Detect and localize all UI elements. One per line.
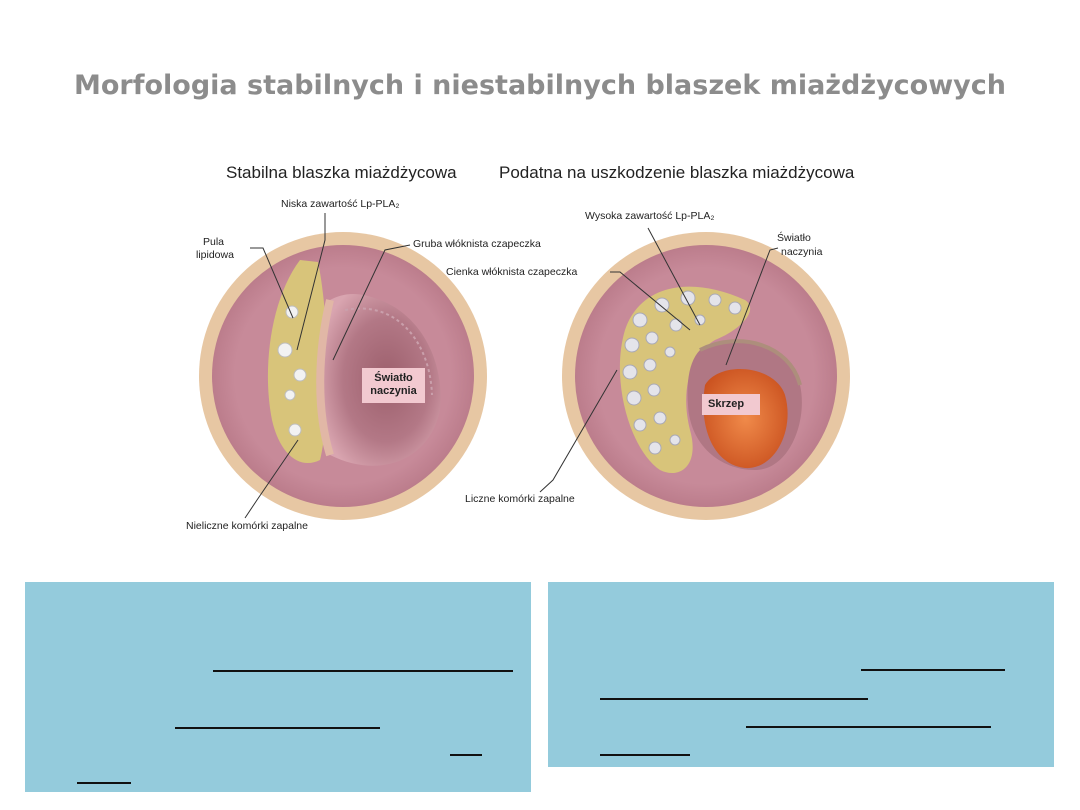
blank-line <box>861 669 1005 671</box>
blank-line <box>175 727 380 729</box>
clot-box <box>702 394 760 415</box>
vulnerable-thin-cap <box>699 339 802 386</box>
vulnerable-foam-cells <box>622 290 742 455</box>
blank-line <box>600 698 868 700</box>
clot <box>703 368 788 469</box>
label-high-lppla2: Wysoka zawartość Lp-PLA₂ <box>585 210 715 222</box>
stable-lipid-pool <box>267 260 328 464</box>
label-stable-lumen-line2: naczynia <box>370 385 417 397</box>
leader-lines <box>244 213 779 519</box>
blank-line <box>600 754 690 756</box>
blank-line <box>213 670 513 672</box>
label-lipid-pool-line2: lipidowa <box>196 249 234 261</box>
left-fill-in-panel <box>25 582 531 792</box>
label-vulnerable-lumen-line1: Światło <box>777 232 811 244</box>
label-few-inflammatory-cells: Nieliczne komórki zapalne <box>186 520 308 532</box>
label-low-lppla2: Niska zawartość Lp-PLA₂ <box>281 198 400 210</box>
label-vulnerable-lumen-line2: naczynia <box>781 246 823 258</box>
label-thick-fibrous-cap: Gruba włóknista czapeczka <box>413 238 541 250</box>
vulnerable-plaque-artery <box>562 232 850 520</box>
label-lipid-pool-line1: Pula <box>203 236 225 248</box>
blank-line <box>746 726 991 728</box>
label-many-inflammatory-cells: Liczne komórki zapalne <box>465 493 575 505</box>
right-fill-in-panel <box>548 582 1054 767</box>
stable-lumen-box <box>362 368 425 403</box>
label-stable-lumen-line1: Światło <box>374 372 413 384</box>
stable-thick-cap <box>316 299 334 457</box>
slide-title: Morfologia stabilnych i niestabilnych bl… <box>74 70 1006 101</box>
stable-plaque-artery <box>199 232 487 520</box>
blank-line <box>450 754 482 756</box>
label-thin-fibrous-cap: Cienka włóknista czapeczka <box>446 266 578 278</box>
stable-plaque-title: Stabilna blaszka miażdżycowa <box>226 163 457 182</box>
stable-foam-cells <box>277 305 307 437</box>
label-clot: Skrzep <box>708 398 745 410</box>
blank-line <box>77 782 131 784</box>
vulnerable-plaque-title: Podatna na uszkodzenie blaszka miażdżyco… <box>499 163 855 182</box>
